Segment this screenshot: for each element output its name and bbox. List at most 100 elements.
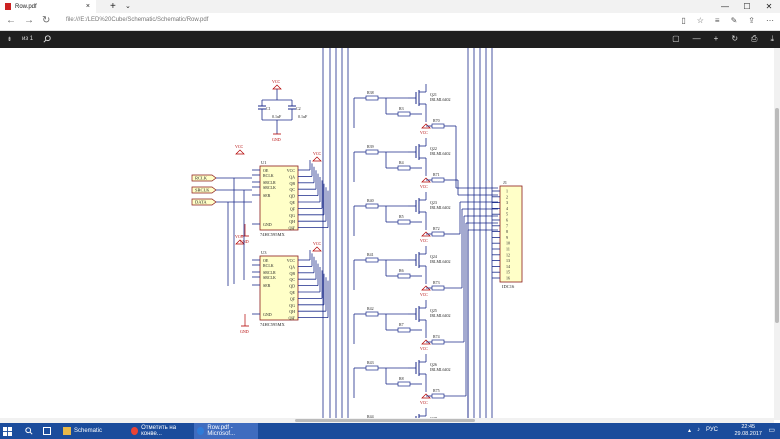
reading-view-icon[interactable]: ▯ [681,16,686,25]
zoom-out-button[interactable]: — [692,34,701,43]
close-window-button[interactable]: ✕ [765,2,773,11]
taskbar-item-label: Schematic [74,428,103,434]
forward-icon[interactable]: → [24,15,34,26]
save-icon[interactable]: ⤓ [770,34,774,43]
resistor-ref: R44 [367,414,374,419]
transistor-part: IRLML6402 [430,97,450,102]
more-icon[interactable]: ⋯ [766,16,774,25]
vcc-label: VCC [420,131,428,135]
taskbar-item-edge[interactable]: Row.pdf - Microsof... [194,423,258,439]
new-tab-button[interactable]: + [110,1,116,12]
resistor-ref: R40 [367,198,374,203]
taskbar-item-chrome[interactable]: Отметить на конве... [128,423,192,439]
cap-value: 0.1uF [272,114,282,119]
search-icon[interactable] [43,35,51,43]
rotate-icon[interactable]: ↻ [731,34,739,43]
share-icon[interactable]: ⇪ [748,16,755,25]
vcc-label: VCC [420,347,428,351]
title-bar: Row.pdf × + ⌄ — ☐ ✕ [0,0,780,13]
volume-icon[interactable]: ♪ [696,427,700,433]
ic-pin-label: QB [289,181,295,186]
transistor-ref: Q21 [430,92,437,97]
ic-pin-label: VCC [287,168,296,173]
resistor [365,95,379,101]
network-icon[interactable]: ▴ [687,428,691,434]
url-field[interactable]: file:///E:/LED%20Cube/Schematic/Schemati… [66,17,209,23]
language-indicator[interactable]: РУС [705,427,718,433]
ic-ref: U3 [261,250,267,255]
pdf-tab-icon [5,3,11,10]
ic-pin-label: SRCLK [263,275,276,280]
tab-close-icon[interactable]: × [85,3,90,10]
resistor-ref: R8 [399,376,404,381]
hub-icon[interactable]: ≡ [714,16,720,25]
connector-pin-label: 8 [506,229,508,234]
resistor-ref: R39 [367,144,374,149]
tab-dropdown-icon[interactable]: ⌄ [125,3,131,10]
resistor [365,257,379,263]
maximize-button[interactable]: ☐ [743,2,751,11]
notifications-icon[interactable]: ▭ [768,427,775,434]
resistor [397,381,411,387]
resistor-ref: R6 [399,268,404,273]
transistor-ref: Q25 [430,308,437,313]
port-label: SRCLK [195,188,210,193]
ic-pin-label: QH' [289,226,296,231]
resistor [431,285,445,291]
favorite-star-icon[interactable]: ☆ [696,16,704,25]
browser-tab[interactable]: Row.pdf × [0,0,96,13]
input-port [191,198,217,206]
window-controls: — ☐ ✕ [714,0,780,13]
page-indicator: из 1 [22,36,34,42]
vertical-scroll-thumb[interactable] [775,108,779,323]
ic-pin-label: QF [290,296,296,301]
transistor-part: IRLML6402 [430,205,450,210]
taskbar-item-label: Row.pdf - Microsof... [207,425,236,437]
back-icon[interactable]: ← [6,15,16,26]
resistor-ref: R38 [367,90,374,95]
toc-icon[interactable]: ⇟ [7,36,13,43]
print-icon[interactable]: ⎙ [751,34,758,43]
vcc-symbol [312,246,322,252]
chrome-icon [131,427,139,435]
ic-pin-label: QE [290,290,296,295]
vcc-label: VCC [420,293,428,297]
notes-icon[interactable]: ✎ [730,16,738,25]
vcc-label: VCC [313,151,322,156]
taskbar-item-explorer[interactable]: Schematic [60,423,128,439]
task-view-icon[interactable] [40,423,56,439]
horizontal-scrollbar[interactable] [0,418,774,423]
resistor-ref: R74 [433,334,440,339]
vcc-label: VCC [235,144,244,149]
vertical-scrollbar[interactable] [774,48,780,420]
refresh-icon[interactable]: ↻ [42,15,51,26]
zoom-in-button[interactable]: + [713,34,719,43]
horizontal-scroll-thumb[interactable] [295,419,475,422]
port-label: RCLK [195,176,208,181]
connector-pin-label: 11 [506,247,510,252]
ic-part: 74HC595MX [260,232,286,237]
resistor-ref: R5 [399,214,404,219]
connector-pin-label: 5 [506,212,508,217]
vcc-label: VCC [420,185,428,189]
gnd-label: GND [272,137,281,142]
minimize-button[interactable]: — [721,2,729,11]
transistor-part: IRLML6402 [430,151,450,156]
ic-body [259,165,299,231]
folder-icon [63,427,71,435]
resistor [431,231,445,237]
ic-ref: U1 [261,160,267,165]
clock[interactable]: 22:45 29.08.2017 [734,424,762,438]
connector-pin-label: 14 [506,264,510,269]
search-icon[interactable] [22,423,38,439]
fit-page-icon[interactable]: ▢ [672,34,680,43]
ic-pin-label: QE [290,200,296,205]
resistor-ref: R43 [367,360,374,365]
windows-icon[interactable] [0,423,20,439]
vcc-symbol [312,156,322,162]
resistor-ref: R41 [367,252,374,257]
resistor-ref: R3 [399,106,404,111]
cap-value: 0.1uF [298,114,308,119]
connector-part: IDC16 [502,284,515,289]
vcc-label: VCC [272,79,281,84]
